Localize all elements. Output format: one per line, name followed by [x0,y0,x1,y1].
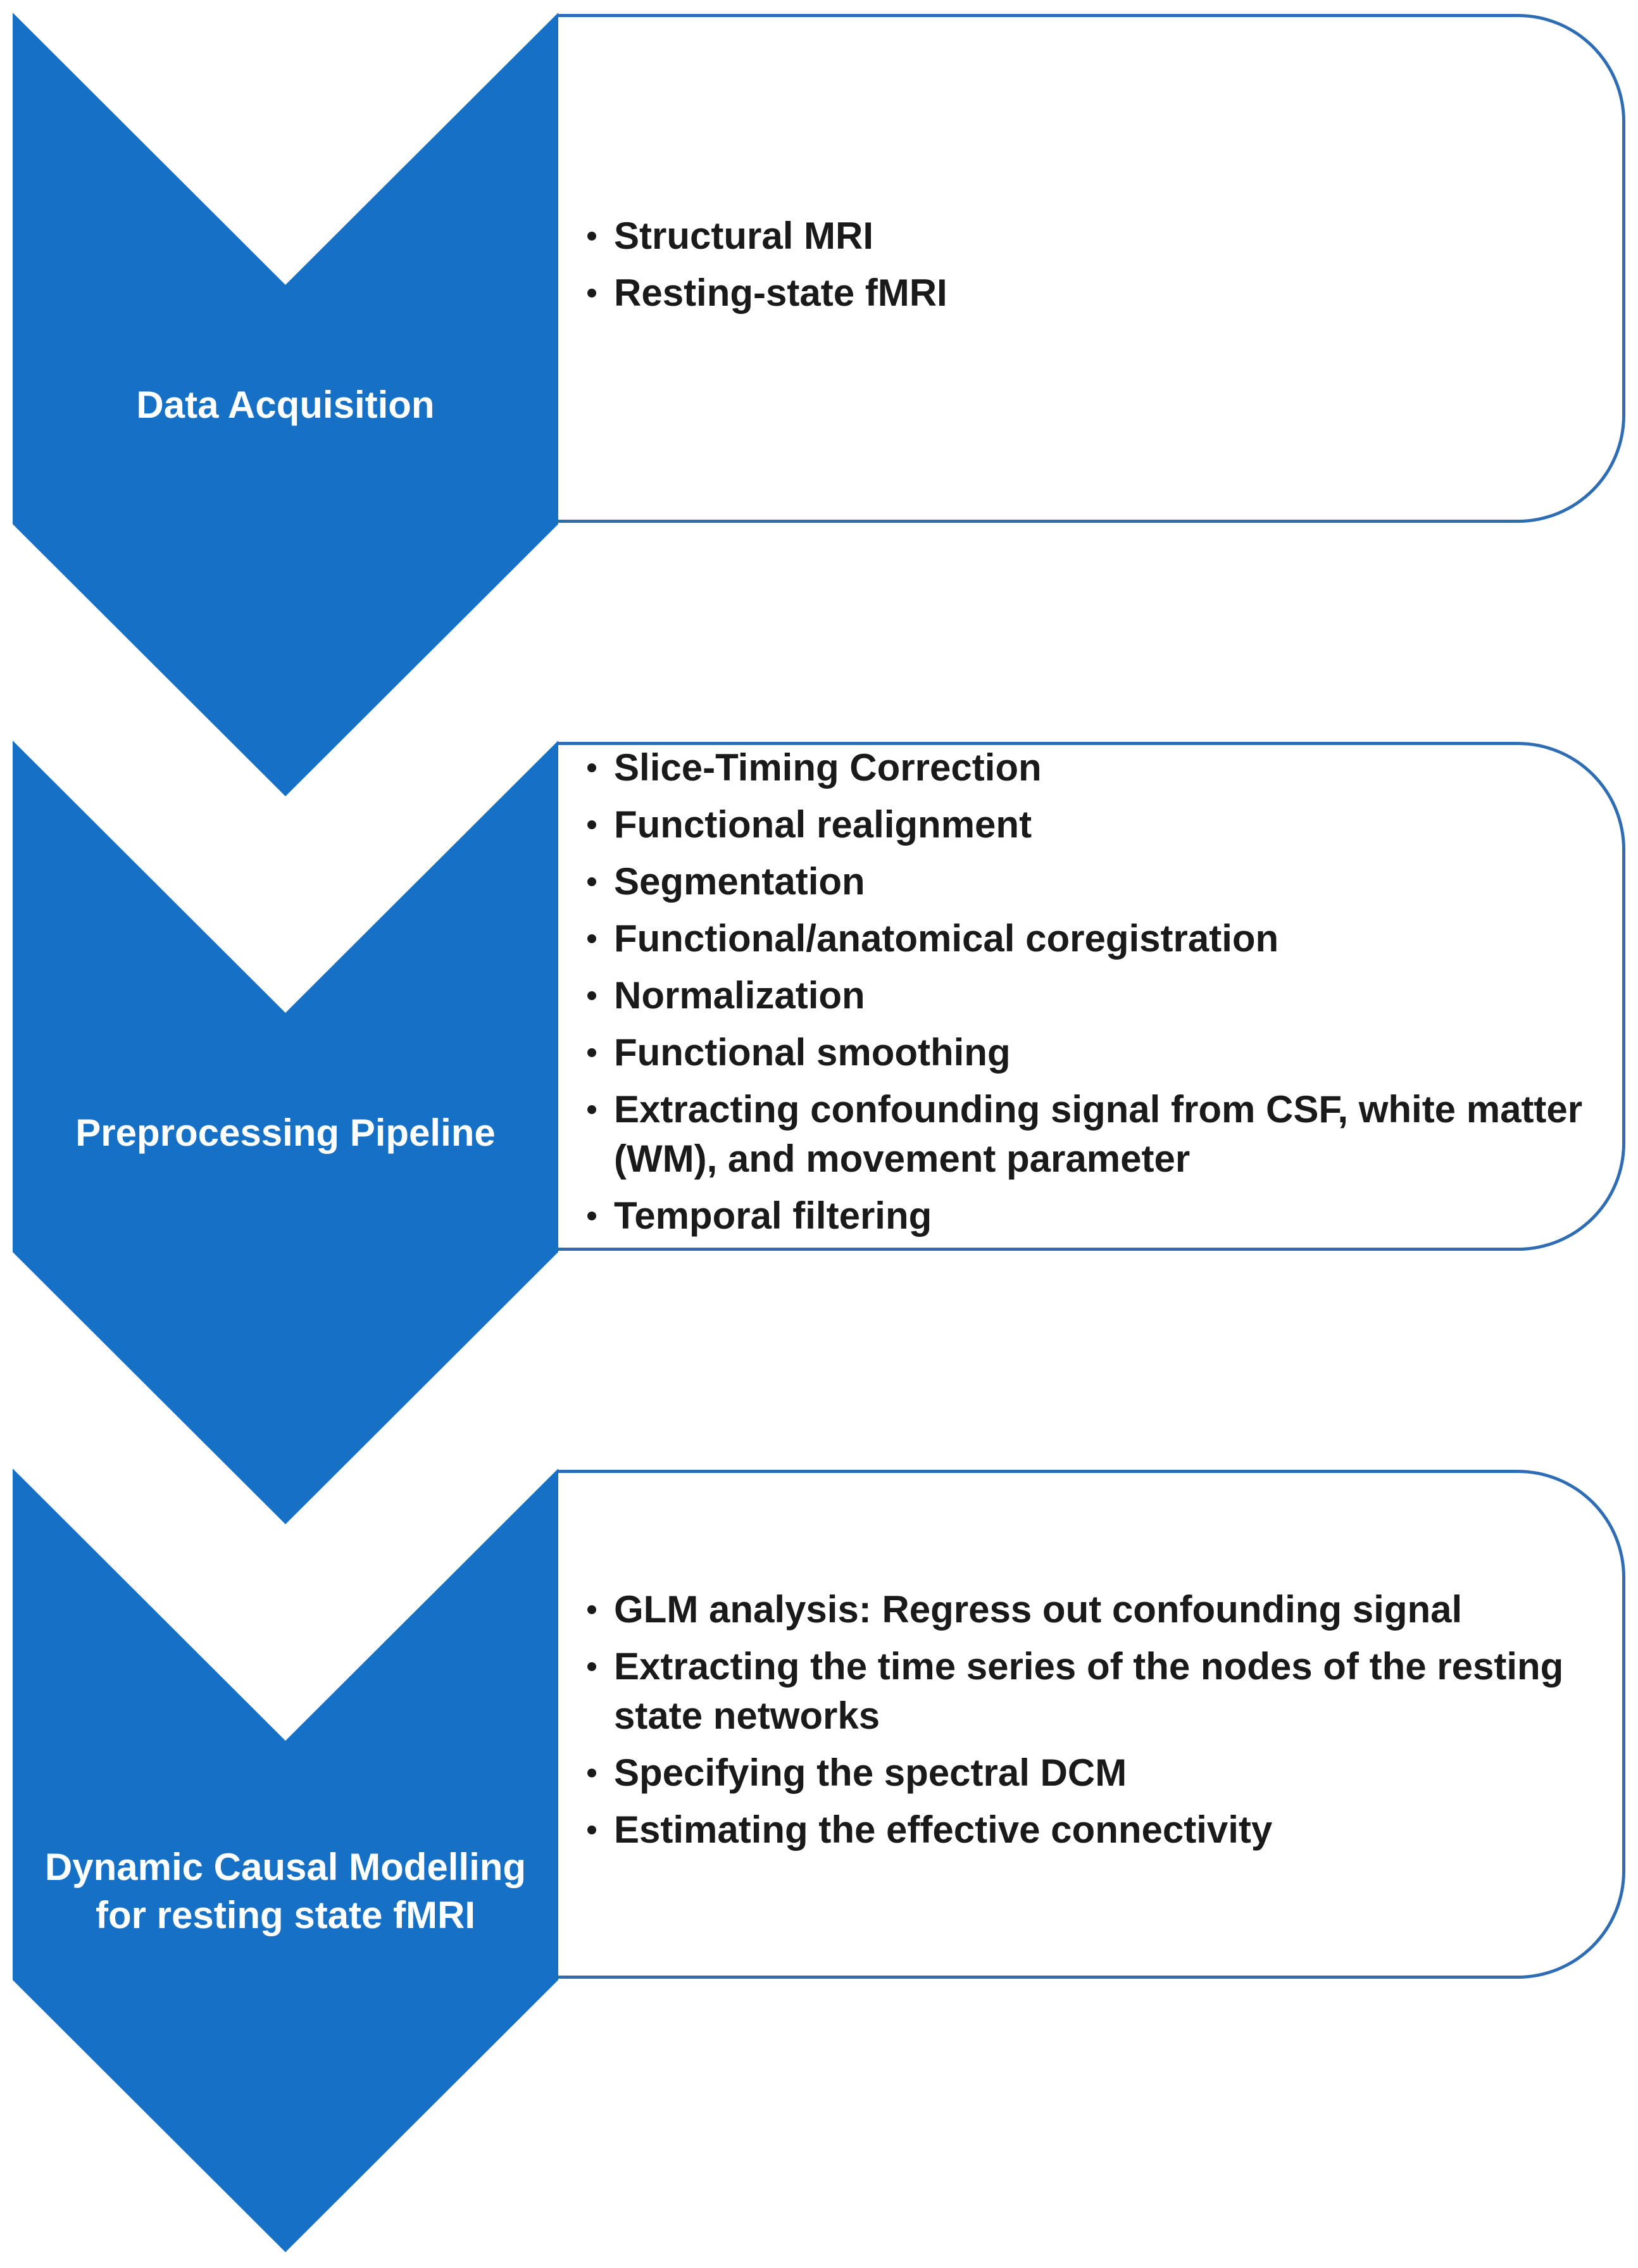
list-item: Slice-Timing Correction [587,743,1606,793]
stage-1-label: Data Acquisition [136,384,435,426]
list-item: Specifying the spectral DCM [587,1748,1606,1798]
chevron-dynamic-causal-modelling [13,1469,558,2252]
stage-3-items: GLM analysis: Regress out confounding si… [587,1585,1606,1862]
chevron-data-acquisition [13,13,558,796]
list-item: GLM analysis: Regress out confounding si… [587,1585,1606,1634]
list-item: Segmentation [587,857,1606,906]
stage-1-box [558,14,1625,523]
list-item: Extracting the time series of the nodes … [587,1642,1606,1741]
list-item: Functional smoothing [587,1028,1606,1077]
chevron-preprocessing-pipeline [13,741,558,1524]
stage-2-box [558,742,1625,1251]
list-item: Temporal filtering [587,1191,1606,1241]
list-item: Normalization [587,971,1606,1020]
list-item: Structural MRI [587,211,1606,261]
stage-3-label: Dynamic Causal Modelling for resting sta… [44,1846,527,1936]
stage-1-items: Structural MRI Resting-state fMRI [587,211,1606,325]
list-item: Functional/anatomical coregistration [587,914,1606,963]
stage-2-label: Preprocessing Pipeline [75,1112,496,1154]
list-item: Resting-state fMRI [587,268,1606,318]
list-item: Functional realignment [587,800,1606,849]
list-item: Extracting confounding signal from CSF, … [587,1085,1606,1184]
stage-2-items: Slice-Timing Correction Functional reali… [587,743,1606,1248]
stage-3-box [558,1470,1625,1979]
list-item: Estimating the effective connectivity [587,1805,1606,1855]
